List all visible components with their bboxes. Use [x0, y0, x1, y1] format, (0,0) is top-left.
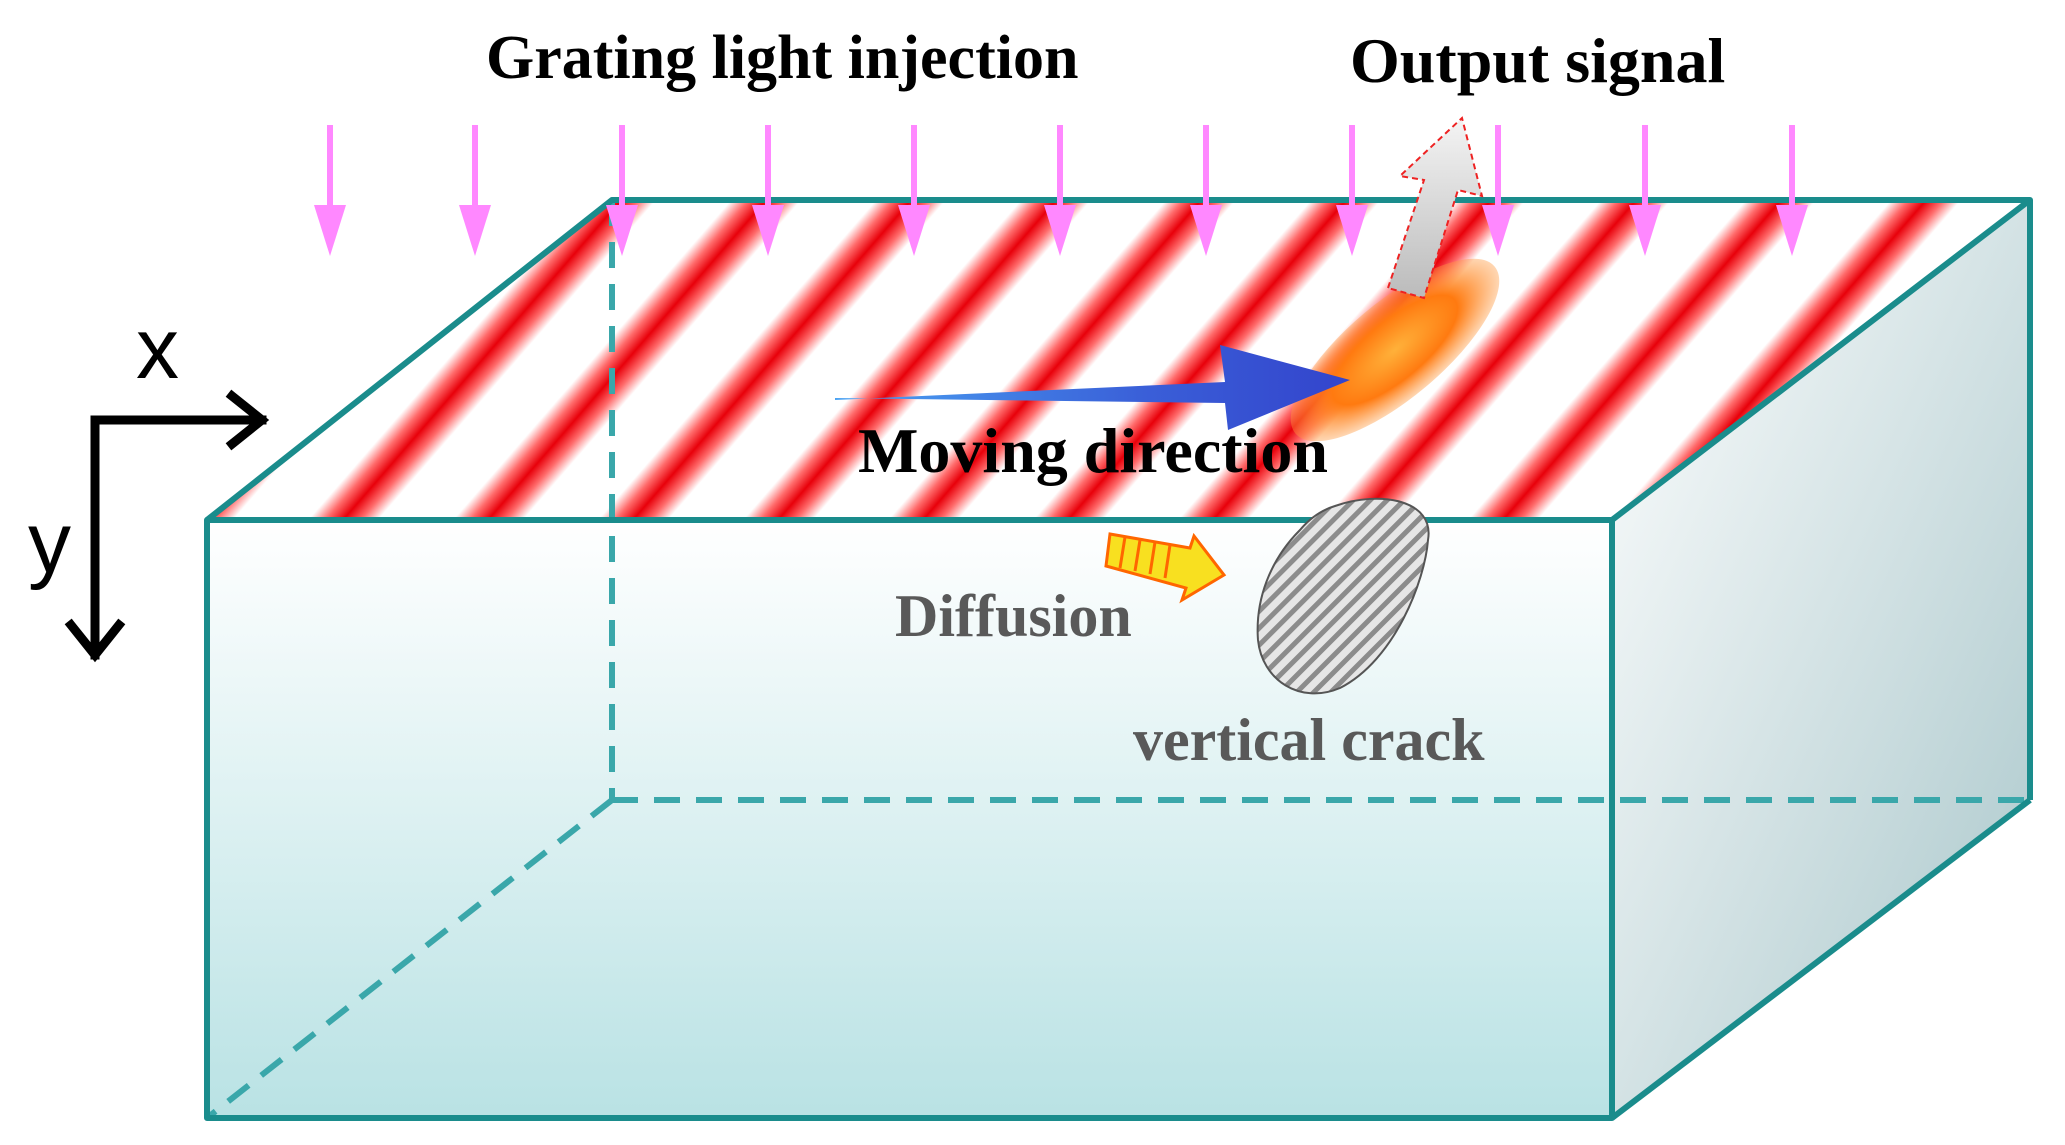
grating-light-injection-label: Grating light injection [486, 24, 1078, 92]
down-arrow-icon [459, 125, 491, 256]
vertical-crack-label: vertical crack [1133, 707, 1485, 773]
down-arrow-icon [1190, 125, 1222, 256]
diffusion-arrow-stripes [1118, 536, 1172, 579]
axis-x-label: x [136, 301, 179, 397]
down-arrow-icon [314, 125, 346, 256]
box-hidden-edges [205, 200, 2030, 1121]
down-arrow-icon [752, 125, 784, 256]
down-arrow-icon [1044, 125, 1076, 256]
down-arrow-icon [1629, 125, 1661, 256]
output-arrow-icon [1386, 116, 1484, 300]
down-arrow-icon [606, 125, 638, 256]
output-signal-label: Output signal [1350, 25, 1725, 96]
diffusion-label: Diffusion [895, 583, 1132, 649]
injection-arrows [314, 125, 1808, 256]
vertical-crack-shape [1256, 497, 1430, 695]
moving-direction-label: Moving direction [858, 415, 1328, 486]
heat-spot [1290, 258, 1500, 442]
down-arrow-icon [1776, 125, 1808, 256]
axis-y-label: y [28, 495, 71, 591]
moving-direction-arrow-icon [835, 345, 1350, 430]
axis-arrows-icon [64, 389, 270, 663]
box-outline [204, 197, 2033, 1121]
diffusion-arrow-icon [1104, 532, 1227, 604]
down-arrow-icon [1482, 125, 1514, 256]
box-side-face [1612, 200, 2030, 1118]
down-arrow-icon [1336, 125, 1368, 256]
box-top-surface-grating [207, 200, 2030, 520]
down-arrow-icon [898, 125, 930, 256]
